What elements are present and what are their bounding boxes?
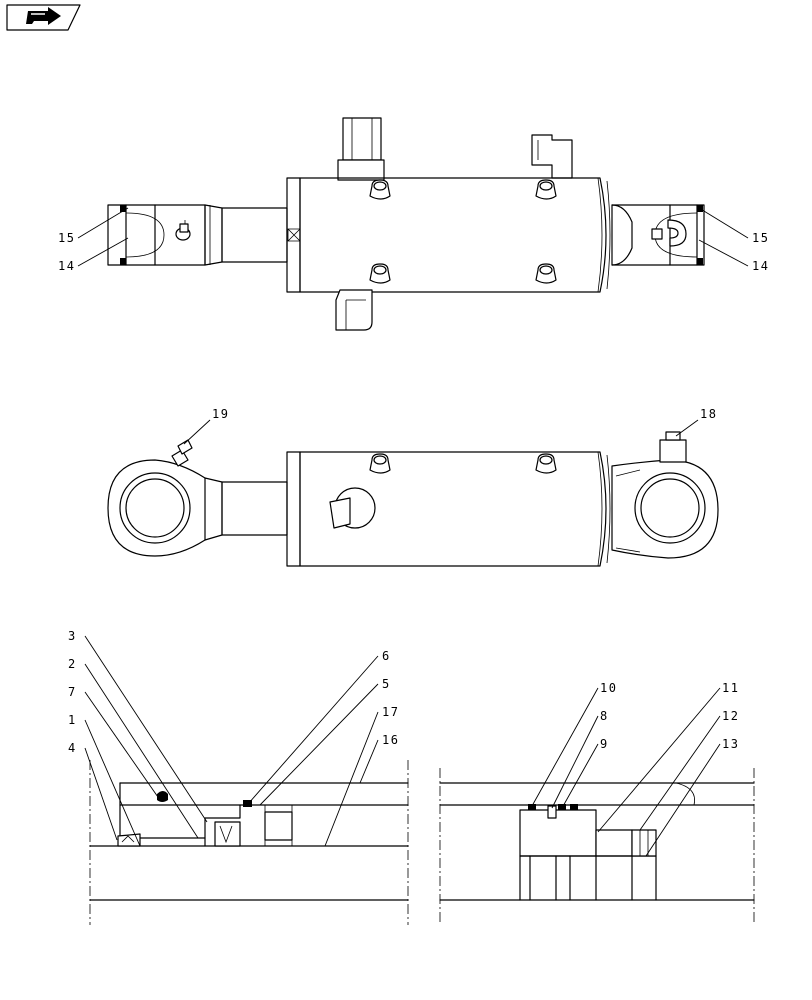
callout-3: 3 — [68, 629, 77, 643]
callout-15-left: 15 — [58, 231, 75, 245]
section-view-piston: 10 8 9 11 12 13 — [439, 681, 755, 925]
callout-5: 5 — [382, 677, 391, 691]
cylinder-side-view: 19 18 — [107, 407, 719, 567]
callout-1: 1 — [68, 713, 77, 727]
callout-10: 10 — [600, 681, 617, 695]
callout-12: 12 — [722, 709, 739, 723]
callout-11: 11 — [722, 681, 739, 695]
callout-16: 16 — [382, 733, 399, 747]
callout-17: 17 — [382, 705, 399, 719]
section-view-rod-seal: 3 2 7 1 4 6 5 17 16 — [68, 629, 409, 925]
callout-13: 13 — [722, 737, 739, 751]
callout-18: 18 — [700, 407, 717, 421]
next-page-button[interactable] — [4, 2, 84, 34]
callout-8: 8 — [600, 709, 609, 723]
callout-2: 2 — [68, 657, 77, 671]
callout-14-right: 14 — [752, 259, 769, 273]
callout-19: 19 — [212, 407, 229, 421]
next-page-arrow-icon — [26, 7, 61, 25]
cylinder-top-view: 15 14 15 14 — [58, 117, 769, 331]
callout-9: 9 — [600, 737, 609, 751]
callout-14-left: 14 — [58, 259, 75, 273]
callout-15-right: 15 — [752, 231, 769, 245]
callout-6: 6 — [382, 649, 391, 663]
callout-7: 7 — [68, 685, 77, 699]
callout-4: 4 — [68, 741, 77, 755]
